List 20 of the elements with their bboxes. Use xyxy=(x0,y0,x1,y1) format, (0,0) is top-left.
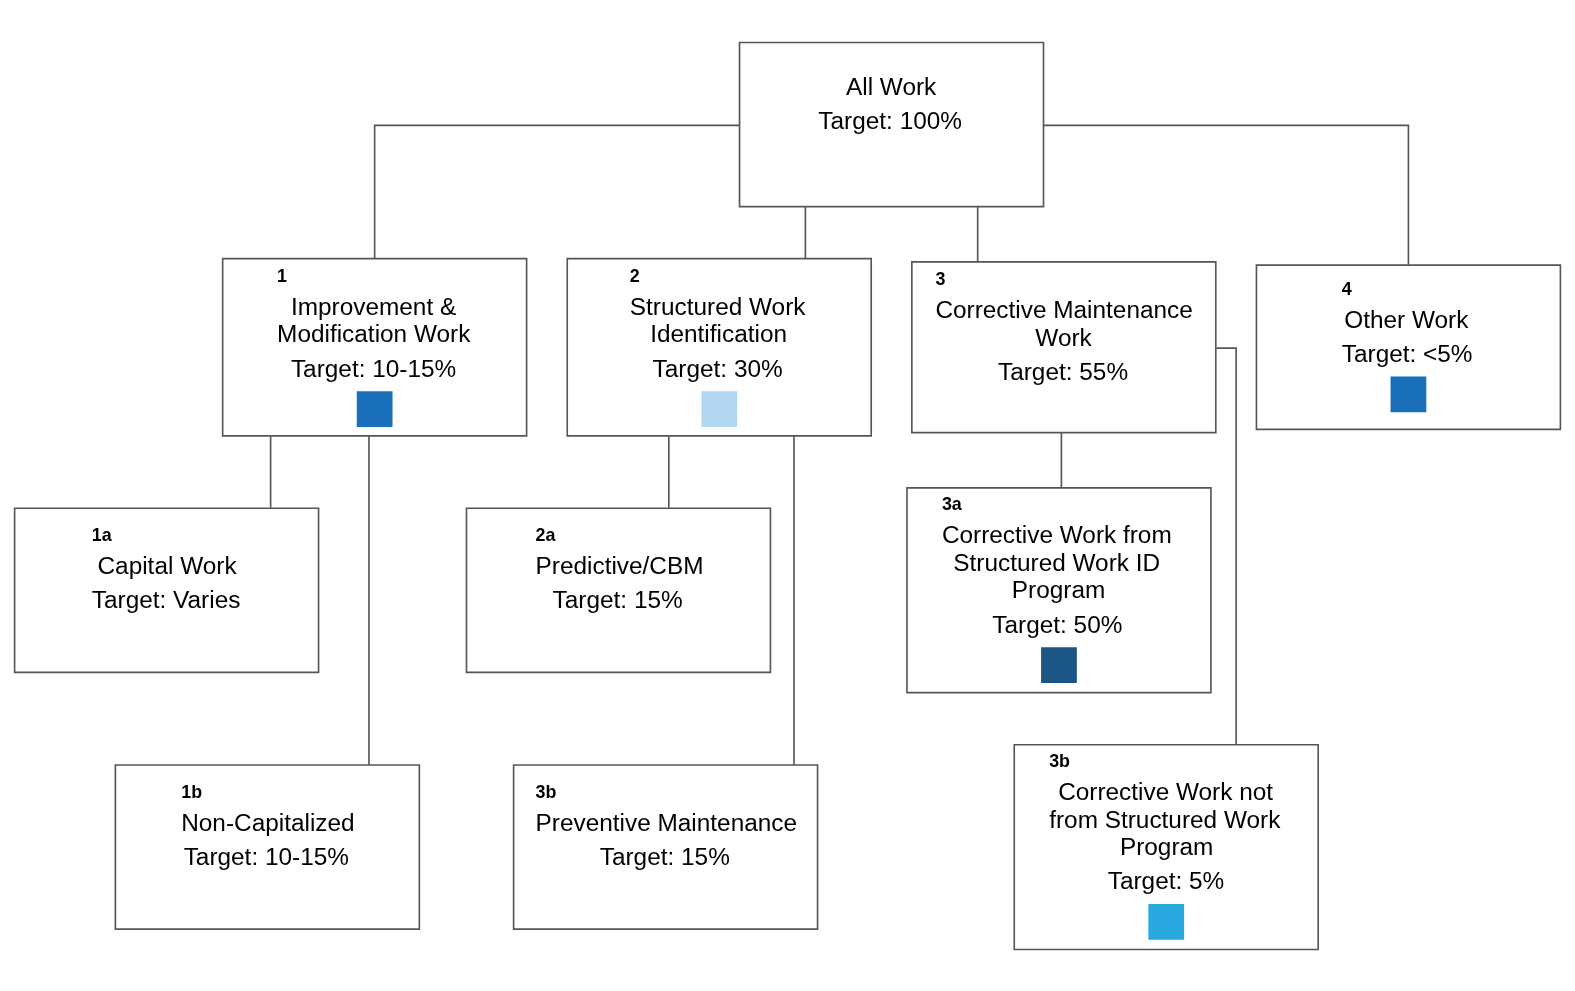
node-box: 1 Improvement & Modification Work Target: 10-15% xyxy=(221,257,528,437)
connector xyxy=(976,205,979,262)
node-box: 2 Structured Work Identification Target: 30% xyxy=(566,257,873,437)
node-box: 3 Corrective Maintenance Work Target: 55% xyxy=(911,260,1217,433)
connector xyxy=(1043,124,1410,265)
node-box: 1b Non-Capitalized Target: 10-15% xyxy=(114,763,421,930)
connector xyxy=(793,434,795,766)
node-box: 3a Corrective Work from Structured Work ID Program Target: 50% xyxy=(906,486,1212,693)
connector xyxy=(1060,431,1063,488)
connector xyxy=(804,205,807,259)
node-box: 1a Capital Work Target: Varies xyxy=(13,506,320,673)
node-box: 3b Preventive Maintenance Target: 15% xyxy=(512,763,819,930)
connector xyxy=(368,434,370,766)
node-box: All Work Target: 100% xyxy=(738,41,1045,207)
node-box: 2a Predictive/CBM Target: 15% xyxy=(465,506,772,673)
node-box: 3b Corrective Work not from Structured Work Program Target: 5% xyxy=(1013,743,1320,950)
connector xyxy=(269,435,272,508)
node-box: 4 Other Work Target: <5% xyxy=(1255,263,1562,430)
connector xyxy=(668,435,670,508)
connector xyxy=(373,124,741,259)
